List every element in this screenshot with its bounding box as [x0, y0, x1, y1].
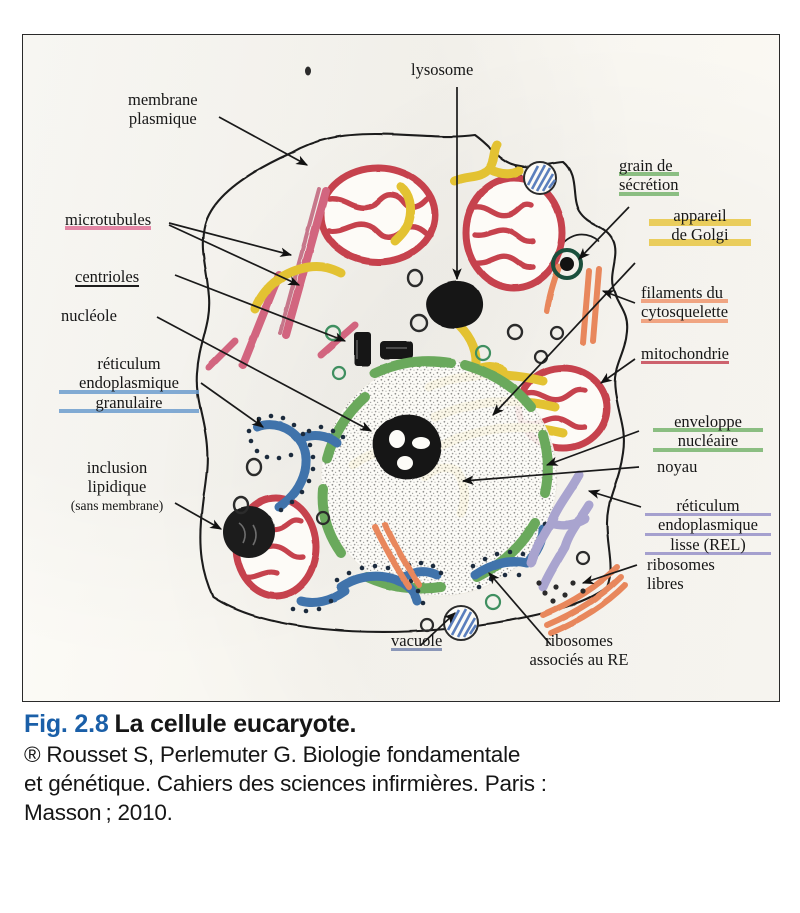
label-grain-de-secretion: grain de sécrétion: [619, 156, 679, 196]
label-inclusion-lipidique: inclusion lipidique (sans membrane): [47, 458, 187, 514]
label-enveloppe-line1: enveloppe: [653, 412, 763, 432]
leader-enveloppe-nucleaire: [545, 430, 640, 466]
label-vacuole-text: vacuole: [391, 631, 443, 650]
label-noyau: noyau: [657, 457, 698, 477]
leader-microtubules-a: [168, 222, 293, 257]
label-ribosomes-libres-line2: libres: [647, 574, 684, 594]
lysosome-body: [426, 280, 484, 329]
label-enveloppe-line2: nucléaire: [653, 432, 763, 451]
caption-source: ® Rousset S, Perlemuter G. Biologie fond…: [24, 741, 776, 827]
label-rel-line2: endoplasmique: [645, 516, 771, 535]
leader-centrioles: [174, 274, 347, 342]
ink-speck: [305, 66, 311, 76]
label-golgi-line1: appareil: [649, 206, 751, 226]
label-ribosomes-re-line2: associés au RE: [529, 650, 629, 670]
caption-source-line1: ® Rousset S, Perlemuter G. Biologie fond…: [24, 742, 521, 767]
eukaryotic-cell-diagram: [156, 66, 642, 646]
figure-frame: membrane plasmique microtubules centriol…: [22, 34, 780, 702]
label-microtubules: microtubules: [65, 210, 152, 230]
label-nucleole: nucléole: [61, 306, 117, 326]
leader-membrane-plasmique: [218, 116, 309, 166]
leader-ribosomes-libres: [581, 564, 638, 585]
mitochondrion-top-left: [317, 164, 439, 266]
leader-mitochondrie: [600, 358, 636, 384]
leader-lines: [156, 87, 642, 646]
label-enveloppe-nucleaire: enveloppe nucléaire: [653, 412, 763, 452]
figure-title: La cellule eucaryote.: [114, 710, 357, 738]
label-grain-line2: sécrétion: [619, 175, 679, 195]
label-lysosome-text: lysosome: [411, 60, 474, 79]
label-noyau-text: noyau: [657, 457, 698, 476]
label-centrioles-text: centrioles: [75, 267, 140, 286]
label-centrioles: centrioles: [75, 267, 140, 287]
nucleolus: [372, 414, 442, 480]
label-reticulum-endoplasmique-lisse: réticulum endoplasmique lisse (REL): [645, 496, 771, 555]
label-vacuole: vacuole: [391, 631, 443, 651]
label-filaments-line2: cytosquelette: [641, 302, 729, 322]
label-lysosome: lysosome: [411, 60, 474, 80]
label-ribosomes-associes-au-re: ribosomes associés au RE: [511, 631, 647, 671]
label-membrane-plasmique-line2: plasmique: [128, 109, 197, 129]
label-filaments-line1: filaments du: [641, 283, 728, 303]
leader-ribosomes-re: [488, 572, 552, 646]
leader-microtubules-b: [168, 224, 301, 286]
leader-noyau: [461, 466, 640, 485]
label-membrane-plasmique: membrane plasmique: [128, 90, 198, 130]
label-rer-line3: granulaire: [59, 393, 199, 413]
smooth-endoplasmic-reticulum-group: [526, 470, 594, 592]
label-rel-line3: lisse (REL): [645, 535, 771, 555]
lipid-inclusion: [223, 506, 275, 558]
leader-filaments: [601, 290, 636, 304]
figure-number: Fig. 2.8: [24, 710, 109, 738]
vacuole-bottom: [443, 605, 479, 641]
label-ribosomes-re-line1: ribosomes: [545, 631, 613, 650]
label-inclusion-line2: lipidique: [87, 477, 147, 497]
secretion-granule: [551, 248, 583, 280]
label-reticulum-endoplasmique-granulaire: réticulum endoplasmique granulaire: [59, 354, 199, 413]
caption-source-line2: et génétique. Cahiers des sciences infir…: [24, 770, 547, 796]
label-membrane-plasmique-line1: membrane: [128, 90, 198, 109]
leader-vacuole: [420, 612, 456, 646]
leader-golgi: [492, 262, 636, 416]
caption-source-line3: Masson ; 2010.: [24, 799, 173, 825]
leader-nucleole: [156, 316, 373, 432]
free-ribosomes-group: [536, 580, 586, 604]
label-golgi-line2: de Golgi: [649, 226, 751, 245]
label-microtubules-text: microtubules: [65, 210, 152, 229]
leader-rel: [587, 489, 642, 508]
mitochondrion-top-right: [462, 174, 566, 292]
label-rer-line2: endoplasmique: [59, 374, 199, 393]
leader-inclusion: [174, 502, 223, 530]
label-mitochondrie-text: mitochondrie: [641, 344, 729, 363]
label-rer-line1: réticulum: [97, 354, 161, 373]
label-ribosomes-libres-line1: ribosomes: [647, 555, 715, 574]
label-ribosomes-libres: ribosomes libres: [647, 555, 715, 595]
label-filaments-du-cytosquelette: filaments du cytosquelette: [641, 283, 729, 323]
leader-grain-secretion: [578, 206, 630, 260]
label-nucleole-text: nucléole: [61, 306, 117, 325]
leader-rer: [200, 382, 264, 428]
label-inclusion-line3: (sans membrane): [70, 497, 164, 513]
vacuole-top: [523, 161, 557, 195]
label-appareil-de-golgi: appareil de Golgi: [649, 206, 751, 246]
label-mitochondrie: mitochondrie: [641, 344, 729, 364]
label-inclusion-line1: inclusion: [86, 458, 148, 477]
label-grain-line1: grain de: [619, 156, 679, 176]
centrioles-group: [354, 332, 413, 366]
label-rel-line1: réticulum: [645, 496, 771, 516]
